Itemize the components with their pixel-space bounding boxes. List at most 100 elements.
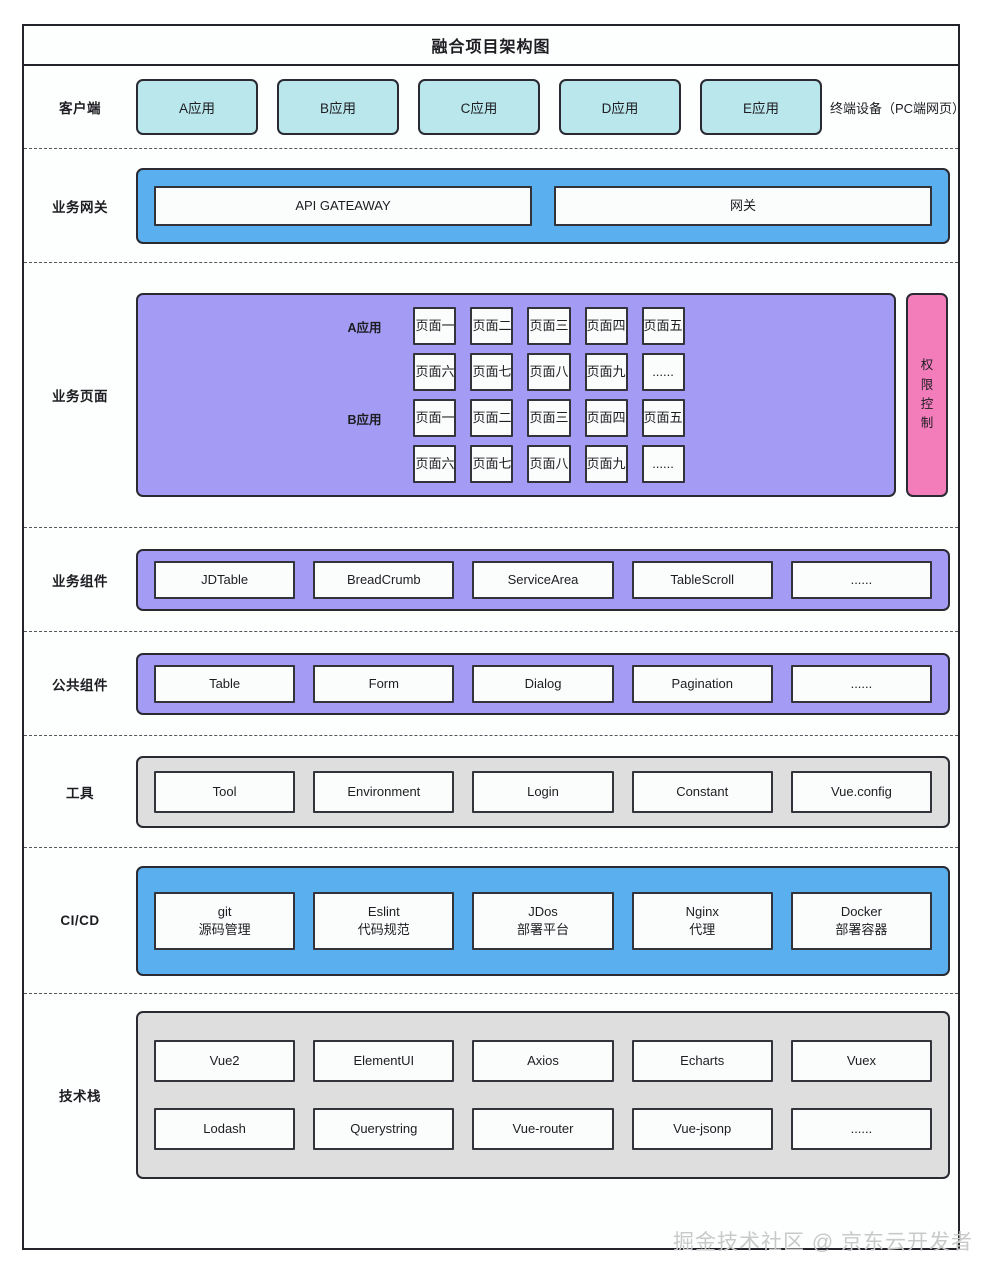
cicd-box-name: Docker: [840, 903, 882, 919]
page-box[interactable]: 页面一: [413, 399, 457, 437]
page-row: B应用 页面一 页面二 页面三 页面四 页面五: [347, 399, 685, 437]
business-components-band: JDTable BreadCrumb ServiceArea TableScro…: [136, 548, 950, 611]
cicd-box[interactable]: Eslint 代码规范: [313, 891, 455, 950]
page-box[interactable]: 页面八: [527, 445, 571, 483]
page-box[interactable]: 页面二: [470, 307, 514, 345]
page-box[interactable]: 页面六: [413, 445, 457, 483]
tech-stack-box[interactable]: Querystring: [313, 1107, 455, 1150]
tech-stack-box[interactable]: Vue-jsonp: [631, 1107, 773, 1150]
layer-row-tech-stack: 技术栈 Vue2 ElementUI Axios Echarts Vuex Lo…: [24, 993, 958, 1195]
tech-stack-box[interactable]: Vue-router: [472, 1107, 614, 1150]
layer-label-tech-stack: 技术栈: [59, 1088, 101, 1104]
cicd-box-name: Nginx: [685, 903, 719, 919]
layer-label-tools: 工具: [66, 785, 94, 801]
cicd-box-name: Eslint: [367, 903, 400, 919]
tech-stack-box[interactable]: ......: [790, 1107, 933, 1150]
page-title: 融合项目架构图: [431, 39, 551, 56]
layer-body-cicd: git 源码管理 Eslint 代码规范 JDos 部署平台 Nginx: [136, 865, 960, 976]
cicd-box-desc: 部署容器: [835, 921, 888, 937]
tool-box[interactable]: Tool: [154, 770, 296, 813]
page-box[interactable]: ......: [641, 353, 685, 391]
tool-box[interactable]: Login: [472, 770, 614, 813]
diagram-title-bar: 融合项目架构图: [24, 26, 958, 66]
cicd-box[interactable]: git 源码管理: [154, 891, 296, 950]
gateway-item-box[interactable]: API GATEAWAY: [154, 185, 532, 226]
tech-stack-box[interactable]: ElementUI: [313, 1039, 455, 1082]
client-app-list: A应用 B应用 C应用 D应用 E应用: [136, 79, 822, 135]
page-group-label: B应用: [347, 412, 382, 427]
cicd-band: git 源码管理 Eslint 代码规范 JDos 部署平台 Nginx: [136, 865, 950, 976]
page-box[interactable]: 页面二: [470, 399, 514, 437]
cicd-box-name: git: [217, 903, 232, 919]
layer-row-common-components: 公共组件 Table Form Dialog Pagination ......: [24, 631, 958, 735]
layer-label-business-pages: 业务页面: [52, 389, 108, 404]
permission-control-band: 权限控制: [906, 293, 948, 497]
page-box[interactable]: 页面七: [470, 445, 514, 483]
page-box[interactable]: ......: [641, 445, 685, 483]
page-row: A应用 页面一 页面二 页面三 页面四 页面五: [347, 307, 685, 345]
common-component-box[interactable]: Dialog: [472, 664, 614, 703]
layer-label-client: 客户端: [59, 101, 101, 116]
page-box[interactable]: 页面四: [584, 399, 628, 437]
tech-stack-box[interactable]: Axios: [472, 1039, 614, 1082]
tech-stack-row: Vue2 ElementUI Axios Echarts Vuex: [154, 1039, 933, 1082]
business-component-box[interactable]: BreadCrumb: [313, 560, 455, 599]
layer-body-client: A应用 B应用 C应用 D应用 E应用 终端设备（PC端网页）: [136, 79, 979, 135]
layer-body-common-components: Table Form Dialog Pagination ......: [136, 652, 960, 715]
business-component-box[interactable]: ......: [790, 560, 933, 599]
page-box[interactable]: 页面六: [413, 353, 457, 391]
common-component-box[interactable]: ......: [790, 664, 933, 703]
cicd-box-desc: 源码管理: [198, 921, 251, 937]
cicd-box[interactable]: JDos 部署平台: [472, 891, 614, 950]
page-box[interactable]: 页面三: [527, 399, 571, 437]
page-box[interactable]: 页面五: [641, 307, 685, 345]
layer-row-gateway: 业务网关 API GATEAWAY 网关: [24, 148, 958, 262]
page-group-a: A应用 页面一 页面二 页面三 页面四 页面五 页面六: [347, 307, 685, 391]
layer-label-gateway: 业务网关: [52, 199, 108, 215]
business-pages-band: A应用 页面一 页面二 页面三 页面四 页面五 页面六: [136, 293, 896, 497]
tool-box[interactable]: Vue.config: [790, 770, 933, 813]
layer-label-cicd: CI/CD: [60, 913, 100, 928]
page-box[interactable]: 页面三: [527, 307, 571, 345]
tech-stack-box[interactable]: Vuex: [790, 1039, 933, 1082]
page-row: 页面六 页面七 页面八 页面九 ......: [347, 353, 685, 391]
gateway-band: API GATEAWAY 网关: [136, 167, 950, 244]
client-app-box[interactable]: A应用: [136, 79, 258, 135]
business-component-box[interactable]: JDTable: [154, 560, 296, 599]
business-component-box[interactable]: ServiceArea: [472, 560, 614, 599]
tech-stack-row: Lodash Querystring Vue-router Vue-jsonp …: [154, 1107, 933, 1150]
page-box[interactable]: 页面一: [413, 307, 457, 345]
layer-body-tools: Tool Environment Login Constant Vue.conf…: [136, 755, 960, 828]
common-component-box[interactable]: Form: [313, 664, 455, 703]
common-component-box[interactable]: Table: [154, 664, 296, 703]
page-row: 页面六 页面七 页面八 页面九 ......: [347, 445, 685, 483]
client-app-box[interactable]: C应用: [418, 79, 540, 135]
client-app-box[interactable]: D应用: [559, 79, 681, 135]
page-box[interactable]: 页面七: [470, 353, 514, 391]
layer-row-tools: 工具 Tool Environment Login Constant Vue.c…: [24, 735, 958, 847]
page-box[interactable]: 页面九: [584, 353, 628, 391]
tool-box[interactable]: Constant: [631, 770, 773, 813]
layer-row-business-pages: 业务页面 A应用 页面一 页面二 页面三 页面四: [24, 262, 958, 527]
page-box[interactable]: 页面八: [527, 353, 571, 391]
client-app-box[interactable]: B应用: [277, 79, 399, 135]
tech-stack-box[interactable]: Lodash: [154, 1107, 296, 1150]
cicd-box[interactable]: Nginx 代理: [631, 891, 773, 950]
tech-stack-box[interactable]: Echarts: [631, 1039, 773, 1082]
page-group-b: B应用 页面一 页面二 页面三 页面四 页面五 页面六: [347, 399, 685, 483]
common-component-box[interactable]: Pagination: [631, 664, 773, 703]
page-box[interactable]: 页面五: [641, 399, 685, 437]
page-box[interactable]: 页面九: [584, 445, 628, 483]
business-component-box[interactable]: TableScroll: [631, 560, 773, 599]
cicd-box-desc: 代码规范: [357, 921, 410, 937]
tech-stack-box[interactable]: Vue2: [154, 1039, 296, 1082]
cicd-box-desc: 部署平台: [517, 921, 570, 937]
gateway-item-box[interactable]: 网关: [554, 185, 932, 226]
cicd-box[interactable]: Docker 部署容器: [790, 891, 933, 950]
permission-control-label: 权限控制: [920, 358, 934, 431]
tool-box[interactable]: Environment: [313, 770, 455, 813]
layer-body-business-pages: A应用 页面一 页面二 页面三 页面四 页面五 页面六: [136, 293, 958, 497]
page-box[interactable]: 页面四: [584, 307, 628, 345]
client-app-box[interactable]: E应用: [700, 79, 822, 135]
